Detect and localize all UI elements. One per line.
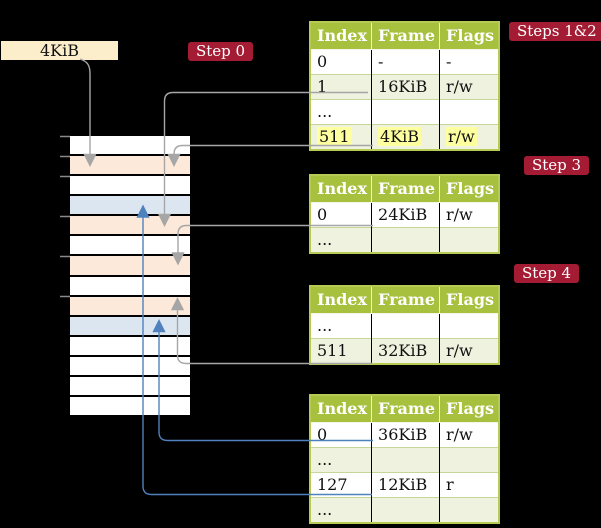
column-header-flags: Flags [439, 286, 500, 314]
address-tick-marks [60, 135, 70, 298]
table-cell: 12KiB [371, 472, 441, 498]
column-header-index: Index [310, 286, 373, 314]
memory-row-2 [70, 156, 190, 175]
badge-step-0: Step 0 [188, 42, 254, 61]
table-cell: 16KiB [371, 74, 441, 100]
highlighted-value: 4KiB [378, 127, 422, 146]
table-row: ... [310, 313, 500, 339]
frame-size-label: 4KiB [1, 41, 118, 60]
memory-row-1 [70, 136, 190, 155]
column-header-index: Index [310, 175, 373, 203]
table-cell [371, 227, 441, 253]
table-cell [439, 227, 500, 253]
table-cell: r/w [439, 202, 500, 228]
memory-row-14 [70, 397, 190, 416]
table-cell: ... [310, 99, 373, 125]
table-cell: 511 [310, 124, 373, 150]
table-cell: 4KiB [371, 124, 441, 150]
badge-step-4: Step 4 [514, 264, 580, 283]
table-cell: r/w [439, 422, 500, 448]
memory-row-8 [70, 276, 190, 295]
badge-steps-1-2: Steps 1&2 [509, 22, 601, 41]
memory-row-12 [70, 356, 190, 375]
table-row: 0-- [310, 49, 500, 75]
column-header-flags: Flags [439, 175, 500, 203]
table-cell: 1 [310, 74, 373, 100]
memory-row-10 [70, 316, 190, 335]
table-cell: r [439, 472, 500, 498]
highlighted-value: 511 [317, 127, 352, 146]
table-cell [371, 313, 441, 339]
table-cell: 511 [310, 338, 373, 364]
table-cell [371, 447, 441, 473]
memory-row-6 [70, 236, 190, 255]
memory-row-5 [70, 216, 190, 235]
table-cell [439, 99, 500, 125]
highlighted-value: r/w [446, 127, 477, 146]
table-cell: 24KiB [371, 202, 441, 228]
table-row: ... [310, 497, 500, 523]
table-cell [439, 447, 500, 473]
badge-step-3: Step 3 [524, 156, 590, 175]
column-header-frame: Frame [371, 286, 441, 314]
column-header-frame: Frame [371, 395, 441, 423]
memory-row-11 [70, 336, 190, 355]
table-cell: - [439, 49, 500, 75]
table-cell: - [371, 49, 441, 75]
column-header-frame: Frame [371, 175, 441, 203]
table-cell [371, 99, 441, 125]
memory-row-3 [70, 176, 190, 195]
table-cell: ... [310, 497, 373, 523]
table-cell: r/w [439, 338, 500, 364]
table-cell: ... [310, 313, 373, 339]
memory-row-13 [70, 376, 190, 396]
table-cell: 36KiB [371, 422, 441, 448]
table-cell [439, 497, 500, 523]
table-cell [439, 313, 500, 339]
table-cell: 0 [310, 422, 373, 448]
table-cell: ... [310, 447, 373, 473]
table-cell [371, 497, 441, 523]
column-header-index: Index [310, 22, 373, 50]
column-header-flags: Flags [439, 395, 500, 423]
column-header-flags: Flags [439, 22, 500, 50]
table-row: ... [310, 227, 500, 253]
table-cell: r/w [439, 124, 500, 150]
table-cell: 32KiB [371, 338, 441, 364]
table-row: ... [310, 447, 500, 473]
memory-row-7 [70, 256, 190, 275]
memory-row-4 [70, 196, 190, 215]
memory-row-9 [70, 296, 190, 315]
table-row: 511 4KiB r/w [310, 124, 500, 150]
table-cell: ... [310, 227, 373, 253]
table-cell: r/w [439, 74, 500, 100]
column-header-frame: Frame [371, 22, 441, 50]
table-row: ... [310, 99, 500, 125]
table-cell: 0 [310, 49, 373, 75]
table-cell: 0 [310, 202, 373, 228]
column-header-index: Index [310, 395, 373, 423]
table-cell: 127 [310, 472, 373, 498]
physical-memory-column [70, 136, 190, 416]
